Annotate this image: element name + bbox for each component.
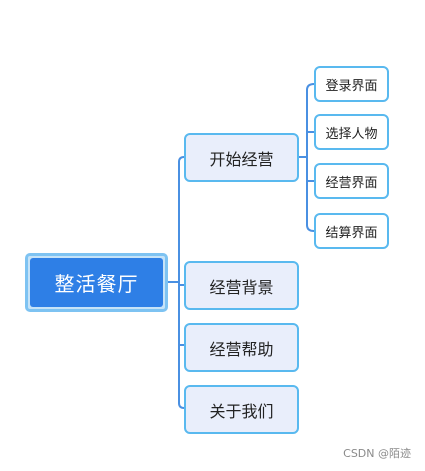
branch-node-start-business: 开始经营 [184, 133, 299, 182]
branch-node-business-background: 经营背景 [184, 261, 299, 310]
connector-branch-4 [178, 402, 185, 409]
connector-root-to-branches [167, 161, 180, 404]
branch-node-about-us: 关于我们 [184, 385, 299, 434]
watermark-text: CSDN @陌迹 [343, 447, 411, 460]
branch-node-business-help: 经营帮助 [184, 323, 299, 372]
leaf-node-settlement-screen: 结算界面 [314, 213, 389, 249]
root-node: 整活餐厅 [25, 253, 168, 312]
leaf-node-business-screen: 经营界面 [314, 163, 389, 199]
connector-leaf-1 [306, 83, 315, 91]
connector-branch1-to-leaves [298, 89, 308, 226]
root-node-label: 整活餐厅 [30, 258, 163, 307]
leaf-node-select-character: 选择人物 [314, 114, 389, 150]
leaf-node-login-screen: 登录界面 [314, 66, 389, 102]
connector-leaf-4 [306, 224, 315, 232]
connector-branch-1 [178, 156, 185, 163]
